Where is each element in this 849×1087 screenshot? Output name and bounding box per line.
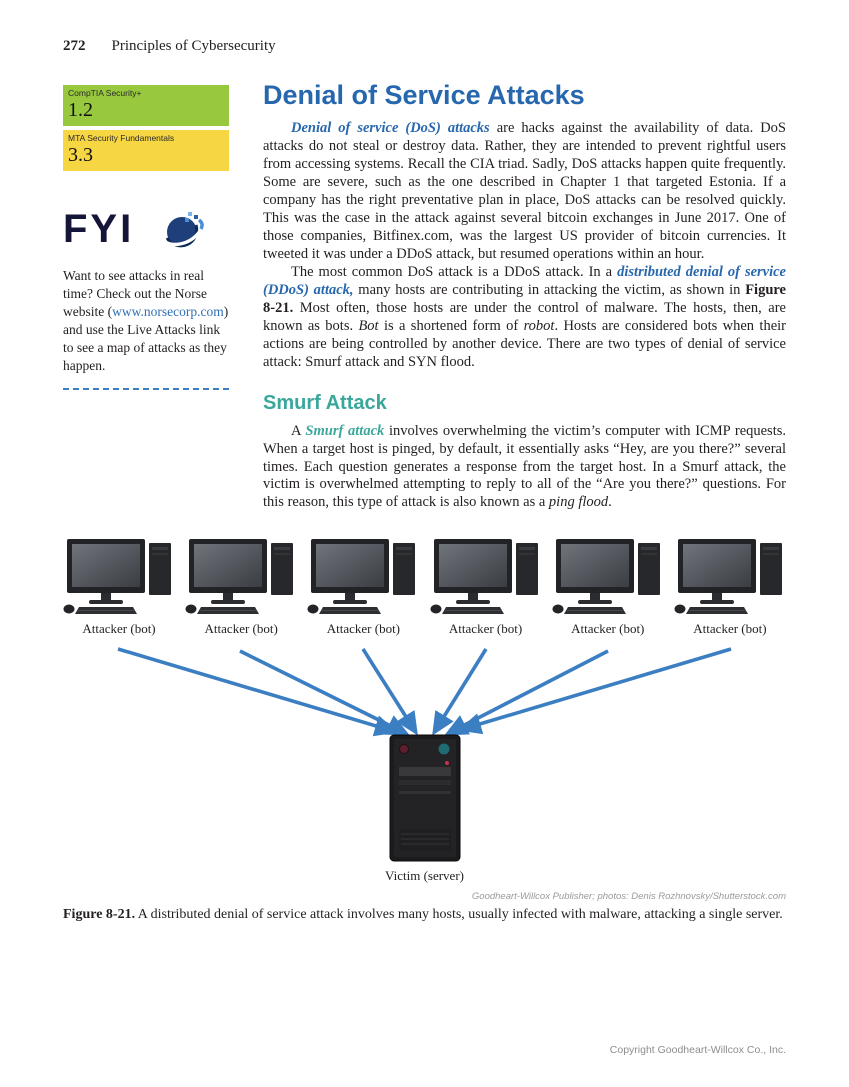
attacker-bot: Attacker (bot) xyxy=(552,537,664,637)
text-segment: Figure 8-21. xyxy=(263,281,786,316)
fyi-note: Want to see attacks in real time? Check … xyxy=(63,267,229,375)
book-title: Principles of Cybersecurity xyxy=(111,38,276,54)
norse-link[interactable]: www.norsecorp.com xyxy=(112,303,224,319)
attacker-bot: Attacker (bot) xyxy=(674,537,786,637)
attacker-label: Attacker (bot) xyxy=(571,621,645,636)
figure-8-21: Attacker (bot) Attacker (bot) xyxy=(63,537,786,924)
server-wrap: Victim (server) xyxy=(63,733,786,884)
page-number: 272 xyxy=(63,38,86,54)
text-segment: is a shortened form of xyxy=(378,317,524,334)
text-segment: Most often, those hosts are under the co… xyxy=(263,299,786,334)
text-segment: many hosts are contributing in attacking… xyxy=(353,281,746,298)
fyi-logo: FYI xyxy=(63,207,135,251)
desktop-computer-icon xyxy=(185,539,294,614)
cert-box-mta: MTA Security Fundamentals 3.3 xyxy=(63,130,229,171)
text-segment: robot xyxy=(523,317,555,334)
attacker-bot: Attacker (bot) xyxy=(185,537,297,637)
attacker-bot: Attacker (bot) xyxy=(63,537,175,637)
globe-icon xyxy=(160,212,204,248)
article-title: Denial of Service Attacks xyxy=(263,80,585,110)
attacker-bot: Attacker (bot) xyxy=(307,537,419,637)
attacker-label: Attacker (bot) xyxy=(326,621,401,636)
paragraph-ddos: The most common DoS attack is a DDoS att… xyxy=(263,264,786,372)
sidebar: CompTIA Security+ 1.2 MTA Security Funda… xyxy=(63,85,229,398)
cert-label: MTA Security Fundamentals xyxy=(68,133,175,143)
text-segment: Smurf attack xyxy=(305,422,385,439)
sidebar-divider xyxy=(63,388,229,391)
text-segment: distributed denial of service (DDoS) att… xyxy=(263,263,786,298)
cert-box-comptia: CompTIA Security+ 1.2 xyxy=(63,85,229,126)
desktop-computer-icon xyxy=(307,539,416,614)
attacker-row: Attacker (bot) Attacker (bot) xyxy=(63,537,786,637)
desktop-computer-icon xyxy=(674,539,782,614)
desktop-computer-icon xyxy=(430,539,538,614)
fyi-header: FYI xyxy=(63,209,229,253)
caption-text: A distributed denial of service attack i… xyxy=(135,907,783,922)
text-segment: A xyxy=(291,422,306,439)
attacker-label: Attacker (bot) xyxy=(448,621,523,636)
text-segment: Denial of service (DoS) attacks xyxy=(291,120,490,136)
page-footer: Copyright Goodheart-Willcox Co., Inc. xyxy=(609,1044,786,1056)
text-segment: Bot xyxy=(358,317,379,334)
text-segment: involves overwhelming the victim’s compu… xyxy=(263,422,787,511)
cert-value: 1.2 xyxy=(68,99,93,121)
cert-value: 3.3 xyxy=(68,144,93,166)
section-heading-smurf: Smurf Attack xyxy=(263,391,387,414)
attacker-label: Attacker (bot) xyxy=(693,621,767,636)
desktop-computer-icon xyxy=(63,539,171,614)
attack-arrows-icon xyxy=(117,647,732,737)
cert-label: CompTIA Security+ xyxy=(68,88,142,98)
victim-label: Victim (server) xyxy=(385,868,464,883)
attacker-bot: Attacker (bot) xyxy=(430,537,542,637)
text-segment: ) and use the Live Attacks link to see a… xyxy=(63,303,229,373)
text-segment: ping flood xyxy=(548,494,609,511)
figure-credit: Goodheart-Willcox Publisher; photos: Den… xyxy=(471,891,786,902)
attacker-label: Attacker (bot) xyxy=(204,621,278,636)
attacker-label: Attacker (bot) xyxy=(82,621,156,636)
paragraph-smurf: A Smurf attack involves overwhelming the… xyxy=(263,423,786,513)
text-segment: . Hosts are considered bots when their a… xyxy=(263,317,786,370)
article: Denial of Service Attacks Denial of serv… xyxy=(263,80,786,512)
ddos-arrows xyxy=(63,645,786,737)
text-segment: Want to see attacks in real time? Check … xyxy=(63,268,207,319)
text-segment: . xyxy=(608,494,612,511)
desktop-computer-icon xyxy=(552,539,660,614)
page-header: 272 Principles of Cybersecurity xyxy=(63,38,276,55)
text-segment: The most common DoS attack is a DDoS att… xyxy=(291,263,618,280)
caption-label: Figure 8-21. xyxy=(63,907,136,922)
figure-caption: Figure 8-21. A distributed denial of ser… xyxy=(63,906,786,924)
text-segment: are hacks against the availability of da… xyxy=(263,120,786,262)
paragraph-dos: Denial of service (DoS) attacks are hack… xyxy=(263,120,786,264)
server-tower-icon xyxy=(389,734,460,862)
